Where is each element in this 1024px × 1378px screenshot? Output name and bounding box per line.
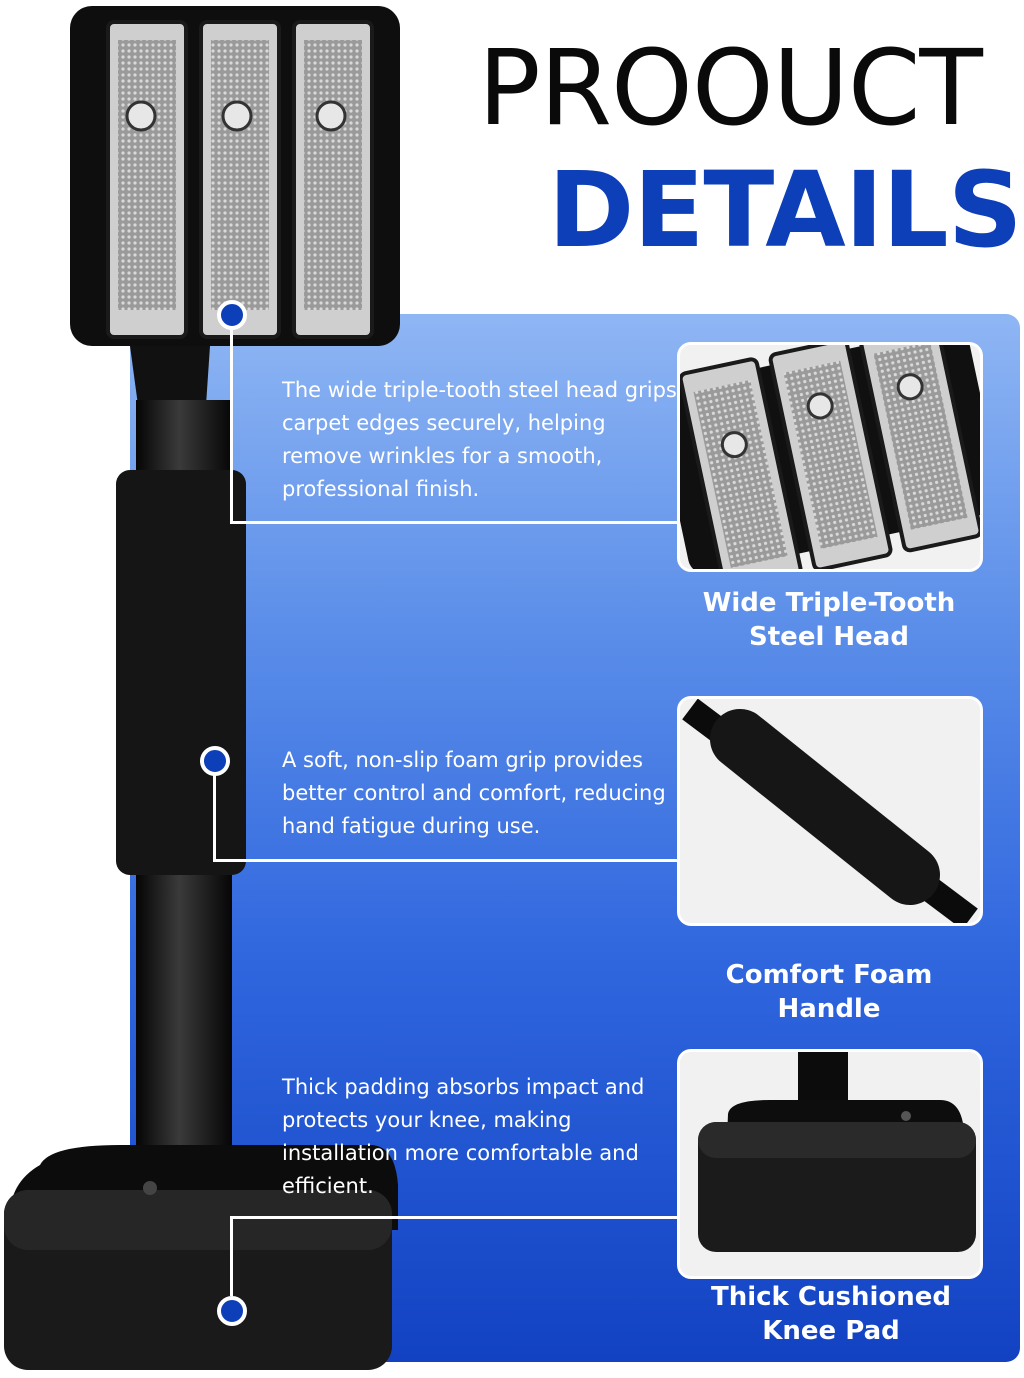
feature-label-head: Wide Triple-Tooth Steel Head — [679, 586, 979, 654]
callout-dot-head — [217, 300, 247, 330]
feature-label-pad: Thick Cushioned Knee Pad — [681, 1280, 981, 1348]
knee-pad-closeup-icon — [680, 1052, 980, 1276]
feature-description-head: The wide triple-tooth steel head grips c… — [282, 378, 677, 501]
callout-dot-pad — [217, 1296, 247, 1326]
head-teeth — [106, 20, 374, 339]
feature-label-handle-line2: Handle — [777, 994, 881, 1024]
thumbnail-steel-head — [677, 342, 983, 572]
callout-line-head-horizontal — [230, 521, 678, 524]
title-line-2: DETAILS — [548, 149, 1023, 271]
callout-line-head — [230, 316, 233, 524]
feature-label-head-line1: Wide Triple-Tooth — [702, 588, 956, 618]
feature-label-head-line2: Steel Head — [749, 622, 909, 652]
callout-dot-handle — [200, 746, 230, 776]
steel-head-closeup-icon — [680, 345, 980, 569]
foam-grip — [116, 470, 246, 875]
feature-description-handle: A soft, non-slip foam grip provides bett… — [282, 748, 666, 838]
callout-line-pad — [230, 1216, 233, 1296]
feature-label-pad-line1: Thick Cushioned — [710, 1282, 952, 1312]
feature-description-pad: Thick padding absorbs impact and protect… — [282, 1075, 645, 1198]
callout-line-pad-horizontal — [230, 1216, 678, 1219]
thumbnail-foam-handle — [677, 696, 983, 926]
thumbnail-knee-pad — [677, 1049, 983, 1279]
feature-label-handle: Comfort Foam Handle — [679, 958, 979, 1026]
callout-line-handle — [213, 768, 216, 862]
foam-handle-closeup-icon — [680, 699, 980, 923]
feature-label-handle-line1: Comfort Foam — [725, 960, 933, 990]
callout-line-handle-horizontal — [213, 859, 678, 862]
title-line-1: PROOUCT — [478, 27, 983, 149]
feature-label-pad-line2: Knee Pad — [762, 1316, 900, 1346]
